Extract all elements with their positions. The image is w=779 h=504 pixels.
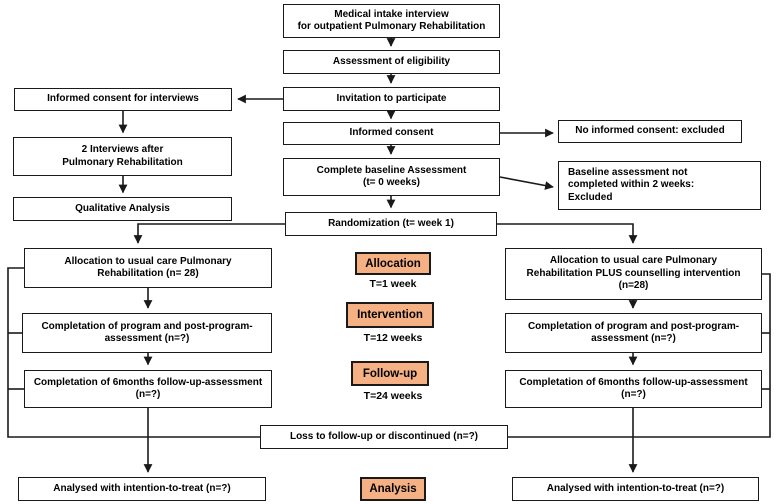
box-loss-to-followup: Loss to follow-up or discontinued (n=?) <box>260 425 508 449</box>
box-two-interviews: 2 Interviews after Pulmonary Rehabilitat… <box>13 137 232 176</box>
phase-allocation-time: T=1 week <box>369 278 417 290</box>
phase-followup-badge: Follow-up <box>351 361 429 386</box>
box-left-followup-completion: Completation of 6months follow-up-assess… <box>24 370 272 408</box>
box-left-analysed: Analysed with intention-to-treat (n=?) <box>18 477 266 501</box>
box-right-allocation: Allocation to usual care Pulmonary Rehab… <box>505 248 762 300</box>
phase-intervention-time: T=12 weeks <box>363 332 423 344</box>
box-right-analysed: Analysed with intention-to-treat (n=?) <box>512 477 759 501</box>
box-informed-consent: Informed consent <box>283 122 500 145</box>
box-assessment-eligibility: Assessment of eligibility <box>283 50 500 74</box>
phase-followup-time: T=24 weeks <box>363 390 423 402</box>
box-medical-intake: Medical intake interview for outpatient … <box>283 4 500 38</box>
box-informed-consent-interviews: Informed consent for interviews <box>14 88 232 111</box>
box-baseline-not-completed-excluded: Baseline assessment not completed within… <box>558 161 761 210</box>
phase-intervention-badge: Intervention <box>346 302 434 328</box>
phase-analysis-badge: Analysis <box>360 477 426 501</box>
box-right-followup-completion: Completation of 6months follow-up-assess… <box>505 370 762 408</box>
box-left-program-completion: Completation of program and post-program… <box>22 313 272 353</box>
box-randomization: Randomization (t= week 1) <box>285 212 497 236</box>
box-left-allocation: Allocation to usual care Pulmonary Rehab… <box>24 248 272 288</box>
box-qualitative-analysis: Qualitative Analysis <box>13 197 232 221</box>
box-baseline-assessment: Complete baseline Assessment (t= 0 weeks… <box>283 158 500 196</box>
phase-allocation-badge: Allocation <box>355 252 431 275</box>
box-no-informed-consent-excluded: No informed consent: excluded <box>558 120 742 143</box>
box-invitation-to-participate: Invitation to participate <box>283 87 500 111</box>
box-right-program-completion: Completation of program and post-program… <box>505 313 762 353</box>
